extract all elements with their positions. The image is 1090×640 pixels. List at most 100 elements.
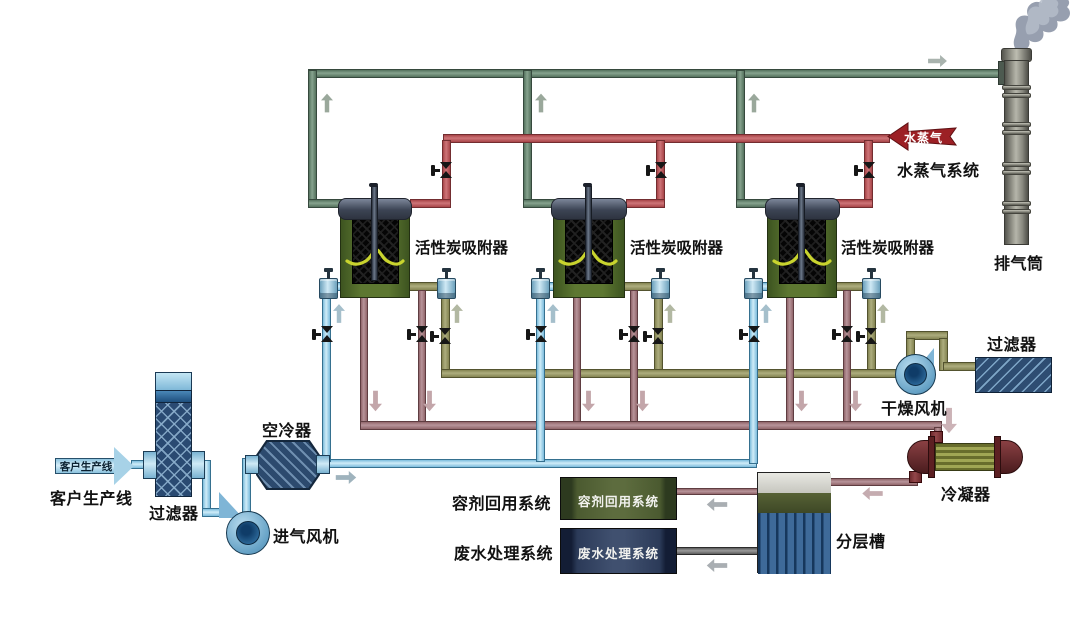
- flow-arrow-left-icon: [862, 487, 883, 500]
- air-riser-1: [322, 296, 331, 462]
- separator-top-layer: [758, 473, 831, 493]
- wastewater-box-text: 废水处理系统: [577, 547, 659, 561]
- exhaust-riser-1: [308, 70, 317, 208]
- stack-band: [1002, 201, 1031, 206]
- flow-arrow-down-icon: [423, 390, 436, 412]
- air-valve-3: [739, 326, 761, 342]
- steam-arrow-icon: [887, 122, 958, 151]
- flow-arrow-down-icon: [582, 390, 595, 412]
- flow-arrow-down-icon: [369, 390, 382, 412]
- steam-header-pipe: [443, 134, 890, 143]
- adsorber-3-shaft: [798, 186, 805, 281]
- air-riser-2: [536, 296, 545, 462]
- stack-band: [1002, 209, 1031, 214]
- wastewater-system-label: 废水处理系统: [454, 546, 554, 563]
- flow-arrow-up-icon: [748, 93, 760, 113]
- flow-arrow-up-icon: [760, 304, 772, 323]
- air-cooler-left-nozzle: [245, 455, 259, 474]
- adsorber-3-left-valve-device: [744, 268, 763, 299]
- flow-arrow-down-icon: [636, 390, 649, 412]
- drying-filter-label: 过滤器: [987, 337, 1037, 354]
- stack-label: 排气筒: [994, 256, 1044, 273]
- flow-arrow-down-icon: [849, 390, 862, 412]
- condensate-valve-1: [407, 326, 429, 342]
- adsorber-1-right-valve-device: [437, 268, 456, 299]
- solvent-reuse-box-text: 容剂回用系统: [577, 495, 659, 509]
- adsorber-2-shaft-knob: [583, 183, 592, 187]
- air-cooler-right-nozzle: [316, 455, 330, 474]
- stack-band: [1002, 162, 1031, 167]
- recovery-valve-3: [856, 328, 878, 344]
- steam-stub-1: [410, 199, 451, 208]
- recovery-valve-2: [643, 328, 665, 344]
- intake-fan-hub: [236, 521, 260, 545]
- separator-tank: [757, 472, 831, 574]
- intake-fan-label: 进气风机: [273, 529, 340, 546]
- solvent-reuse-box: 容剂回用系统: [560, 477, 677, 520]
- condenser-left-flange: [928, 436, 935, 478]
- drying-fan-hub: [904, 363, 927, 386]
- smoke-icon: [1013, 0, 1070, 52]
- adsorber-1-shaft-knob: [369, 183, 378, 187]
- solvent-system-label: 容剂回用系统: [452, 496, 552, 513]
- steam-system-label: 水蒸气系统: [897, 163, 980, 180]
- adsorber-3-label: 活性炭吸附器: [841, 240, 935, 257]
- inlet-filter-top: [155, 372, 192, 391]
- flow-arrow-up-icon: [547, 304, 559, 323]
- steam-stub-3: [836, 199, 873, 208]
- condenser-label: 冷凝器: [941, 487, 991, 504]
- inlet-filter-body: [155, 402, 192, 497]
- air-valve-1: [312, 326, 334, 342]
- exhaust-header-pipe: [308, 69, 1002, 78]
- recovery-valve-1: [430, 328, 452, 344]
- stack-band: [1002, 85, 1031, 90]
- stack-band: [1002, 170, 1031, 175]
- inlet-filter-label: 过滤器: [149, 506, 199, 523]
- steam-valve-3: [854, 162, 876, 178]
- separator-to-wastewater: [675, 547, 759, 555]
- adsorber-3-shaft-knob: [796, 183, 805, 187]
- flow-arrow-up-icon: [321, 93, 333, 113]
- stack-band: [1002, 130, 1031, 135]
- flow-arrow-up-icon: [451, 304, 463, 323]
- flow-arrow-left-icon: [706, 498, 728, 511]
- adsorber-2-left-valve-device: [531, 268, 550, 299]
- flow-arrow-down-icon: [795, 390, 808, 412]
- separator-middle-layer: [758, 493, 831, 513]
- adsorber-3-right-valve-device: [862, 268, 881, 299]
- steam-stub-2: [626, 199, 665, 208]
- flow-arrow-up-icon: [877, 304, 889, 323]
- air-valve-2: [526, 326, 548, 342]
- air-riser-3: [749, 296, 758, 464]
- flow-arrow-up-icon: [664, 304, 676, 323]
- flow-arrow-up-icon: [333, 304, 345, 323]
- customer-line-label: 客户生产线: [50, 491, 133, 508]
- flow-arrow-left-icon: [706, 559, 728, 572]
- flow-arrow-right-icon: [928, 55, 947, 67]
- condensate-drop-3a: [786, 294, 794, 428]
- inlet-filter-right-nozzle: [191, 451, 205, 479]
- condenser-right-flange: [994, 436, 1001, 478]
- condensate-valve-3: [832, 326, 854, 342]
- flow-arrow-up-icon: [535, 93, 547, 113]
- separator-to-solvent: [675, 488, 759, 495]
- customer-line-arrow-text: 客户生产线: [59, 461, 113, 473]
- inlet-filter-left-nozzle: [143, 451, 157, 479]
- flow-arrow-down-icon: [941, 407, 957, 434]
- adsorber-2-right-valve-device: [651, 268, 670, 299]
- stack-band: [1002, 122, 1031, 127]
- drying-filter-body: [975, 357, 1052, 393]
- air-cooler-label: 空冷器: [262, 423, 312, 440]
- pipe-to-drying-filter: [943, 362, 977, 371]
- condensate-valve-2: [619, 326, 641, 342]
- condensate-drop-2a: [573, 294, 581, 428]
- steam-arrow-text: 水蒸气: [904, 131, 944, 145]
- drying-fan: [895, 354, 936, 395]
- condenser-to-separator: [830, 478, 918, 486]
- olive-manifold: [441, 369, 900, 378]
- stack-band: [1002, 93, 1031, 98]
- exhaust-stack: [1004, 60, 1029, 245]
- wastewater-box: 废水处理系统: [560, 528, 677, 574]
- exhaust-stub-1: [308, 199, 342, 208]
